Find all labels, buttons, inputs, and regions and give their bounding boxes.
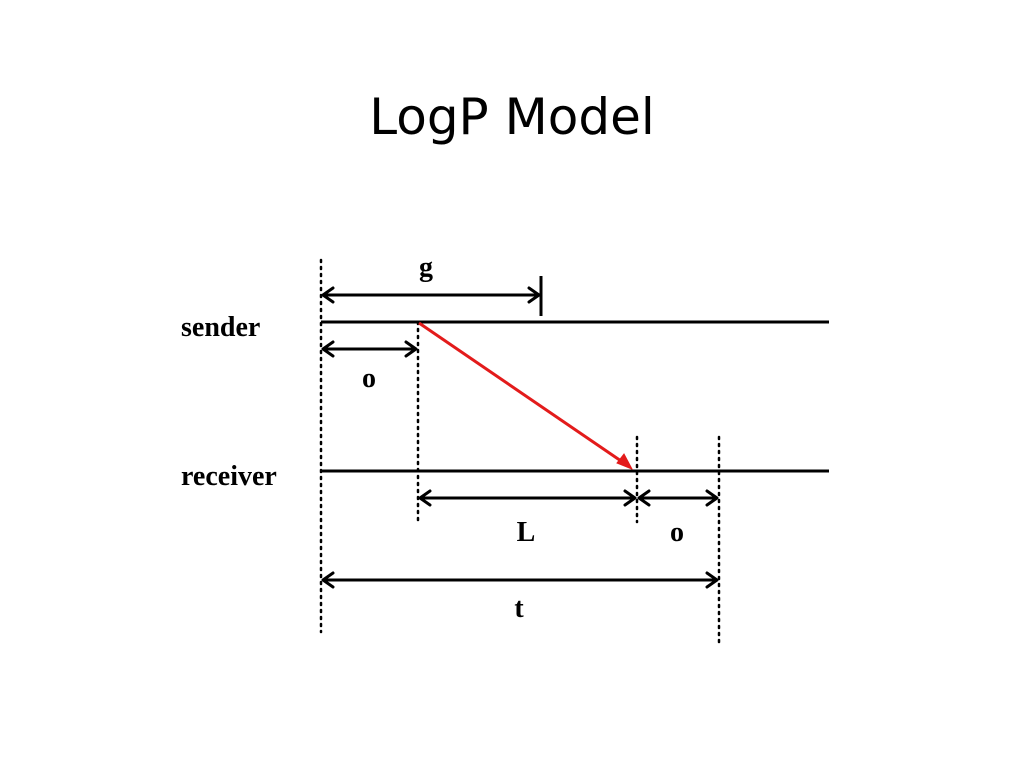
gap-label: g bbox=[419, 252, 433, 283]
sender-label: sender bbox=[181, 312, 260, 343]
send-overhead-label: o bbox=[362, 363, 376, 394]
receiver-label: receiver bbox=[181, 461, 277, 492]
latency-label: L bbox=[517, 517, 536, 548]
total-time-dimension bbox=[321, 571, 719, 589]
message-arrow bbox=[418, 321, 634, 470]
total-time-label: t bbox=[514, 593, 524, 624]
page-title: LogP Model bbox=[369, 88, 655, 146]
gap-dimension bbox=[321, 276, 543, 316]
send-overhead-dimension bbox=[321, 340, 418, 358]
receive-overhead-label: o bbox=[670, 517, 684, 548]
latency-dimension bbox=[418, 489, 637, 507]
receive-overhead-dimension bbox=[637, 489, 719, 507]
